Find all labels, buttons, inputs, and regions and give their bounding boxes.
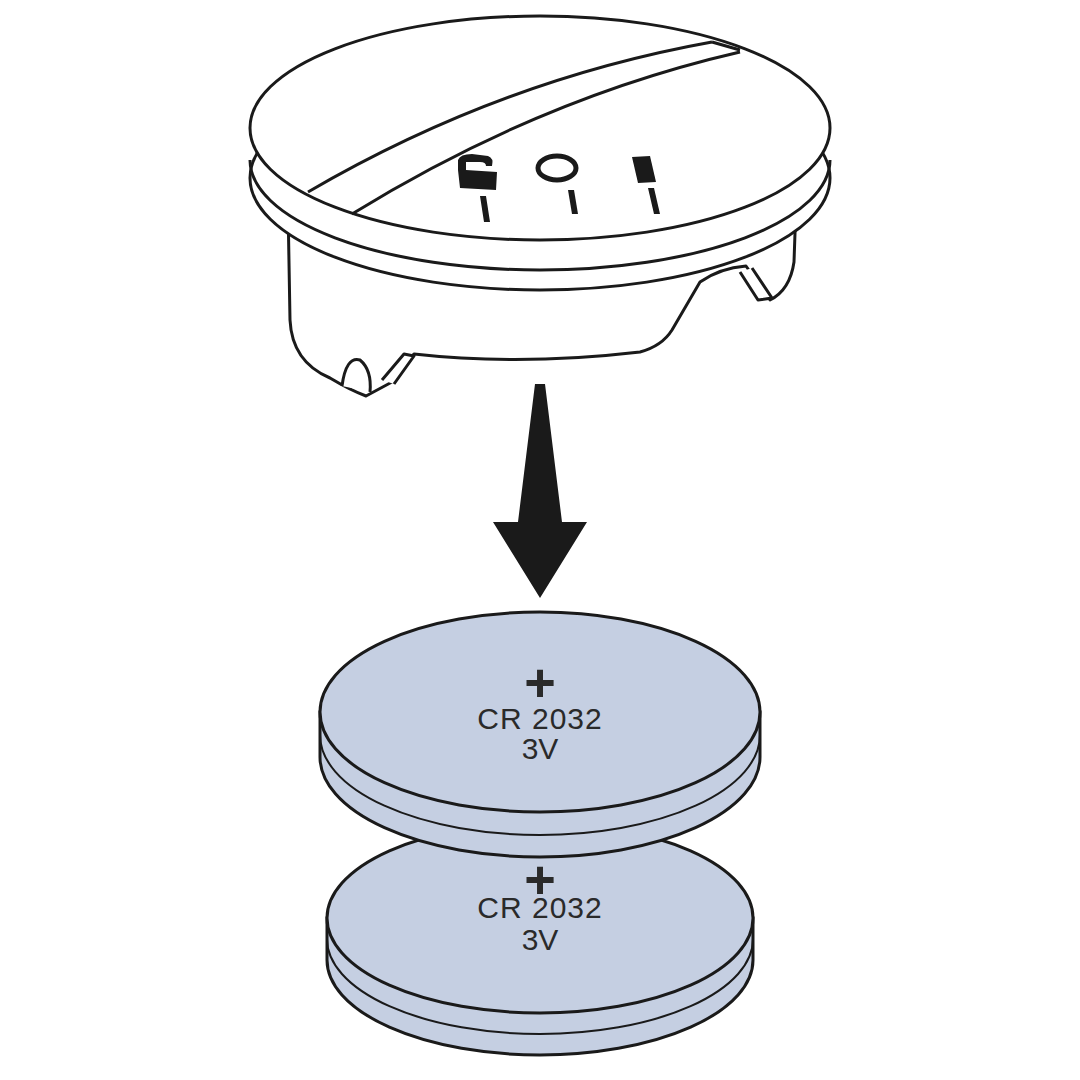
- battery-label: CR 2032: [318, 702, 762, 735]
- battery-label: 3V: [318, 732, 762, 765]
- cap-tab: [740, 268, 772, 300]
- direction-arrow: [493, 384, 587, 598]
- cap-stripe: [308, 42, 712, 192]
- tick-mark: [568, 190, 578, 214]
- battery-label: CR 2032: [325, 891, 755, 924]
- cap-top: [250, 16, 830, 240]
- polarity-mark: +: [318, 667, 762, 697]
- cap-stripe: [352, 52, 740, 214]
- coin-battery: + CR 20323V: [318, 610, 762, 870]
- polarity-mark: +: [325, 864, 755, 894]
- circle-symbol: [538, 156, 576, 180]
- cap-tab: [382, 354, 414, 384]
- cap-tab: [342, 360, 370, 392]
- tick-mark: [480, 196, 490, 222]
- battery-label: 3V: [325, 923, 755, 956]
- tick-mark: [648, 188, 660, 214]
- cap-stripe: [712, 42, 740, 50]
- bar-symbol: [632, 156, 656, 183]
- lock-symbol: [458, 154, 497, 190]
- coin-battery: +CR 20323V: [325, 821, 755, 1061]
